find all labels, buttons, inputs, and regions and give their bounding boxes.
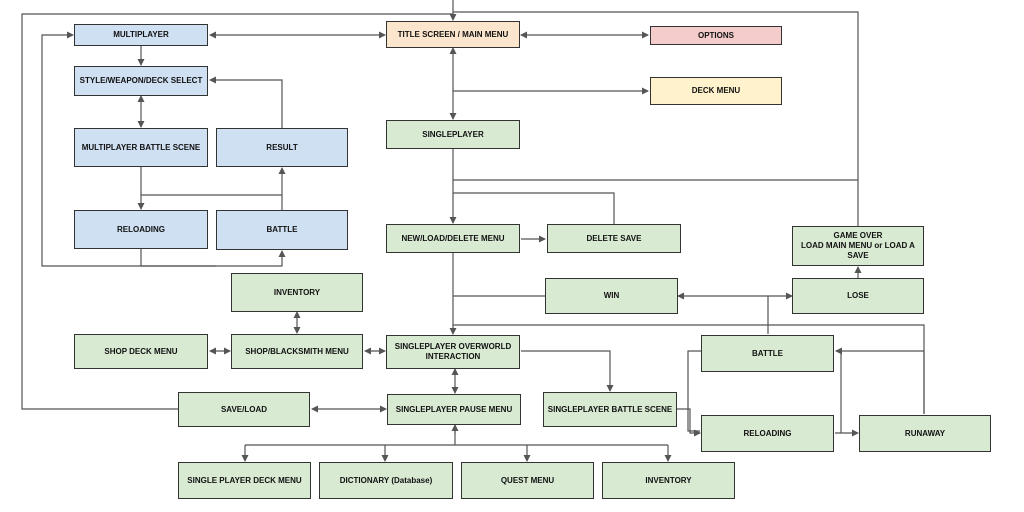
node-runaway[interactable]: RUNAWAY bbox=[859, 415, 991, 452]
node-result[interactable]: RESULT bbox=[216, 128, 348, 167]
node-reloading-singleplayer[interactable]: RELOADING bbox=[701, 415, 834, 452]
node-singleplayer-overworld-interaction[interactable]: SINGLEPLAYER OVERWORLD INTERACTION bbox=[386, 335, 520, 369]
node-win[interactable]: WIN bbox=[545, 278, 678, 314]
node-singleplayer-pause-menu[interactable]: SINGLEPLAYER PAUSE MENU bbox=[387, 394, 521, 425]
node-inventory-shop[interactable]: INVENTORY bbox=[231, 273, 363, 312]
node-inventory-pause[interactable]: INVENTORY bbox=[602, 462, 735, 499]
edge-result-style bbox=[209, 76, 283, 128]
node-shop-deck-menu[interactable]: SHOP DECK MENU bbox=[74, 334, 208, 369]
node-save-load[interactable]: SAVE/LOAD bbox=[178, 392, 310, 427]
node-singleplayer-battle-scene[interactable]: SINGLEPLAYER BATTLE SCENE bbox=[543, 392, 677, 427]
edge-loop-multiplayer bbox=[41, 31, 216, 267]
node-multiplayer-battle-scene[interactable]: MULTIPLAYER BATTLE SCENE bbox=[74, 128, 208, 167]
edge-saveload-multiplayer bbox=[21, 13, 453, 410]
node-dictionary-database[interactable]: DICTIONARY (Database) bbox=[319, 462, 453, 499]
node-shop-blacksmith-menu[interactable]: SHOP/BLACKSMITH MENU bbox=[231, 334, 363, 369]
edge-reloading-battle bbox=[140, 249, 286, 267]
edge-gameover-title bbox=[453, 11, 859, 226]
edge-overworld-spbattle bbox=[521, 350, 614, 392]
node-battle-multiplayer[interactable]: BATTLE bbox=[216, 210, 348, 250]
edge-battle-reloading bbox=[687, 350, 701, 432]
node-multiplayer[interactable]: MULTIPLAYER bbox=[74, 24, 208, 46]
node-title-screen-main-menu[interactable]: TITLE SCREEN / MAIN MENU bbox=[386, 21, 520, 48]
node-options[interactable]: OPTIONS bbox=[650, 26, 782, 45]
node-single-player-deck-menu[interactable]: SINGLE PLAYER DECK MENU bbox=[178, 462, 311, 499]
edge-runaway-battle-2 bbox=[835, 347, 925, 414]
edge-spbattle-reloading bbox=[677, 408, 701, 437]
node-battle-singleplayer[interactable]: BATTLE bbox=[701, 335, 834, 372]
edge-deletesave-branch bbox=[453, 192, 615, 224]
node-delete-save[interactable]: DELETE SAVE bbox=[547, 224, 681, 253]
node-game-over[interactable]: GAME OVER LOAD MAIN MENU or LOAD A SAVE bbox=[792, 226, 924, 266]
node-singleplayer[interactable]: SINGLEPLAYER bbox=[386, 120, 520, 149]
node-reloading-multiplayer[interactable]: RELOADING bbox=[74, 210, 208, 249]
node-style-weapon-deck-select[interactable]: STYLE/WEAPON/DECK SELECT bbox=[74, 66, 208, 96]
node-lose[interactable]: LOSE bbox=[792, 278, 924, 314]
node-deck-menu[interactable]: DECK MENU bbox=[650, 77, 782, 105]
node-new-load-delete-menu[interactable]: NEW/LOAD/DELETE MENU bbox=[386, 224, 520, 253]
node-quest-menu[interactable]: QUEST MENU bbox=[461, 462, 594, 499]
